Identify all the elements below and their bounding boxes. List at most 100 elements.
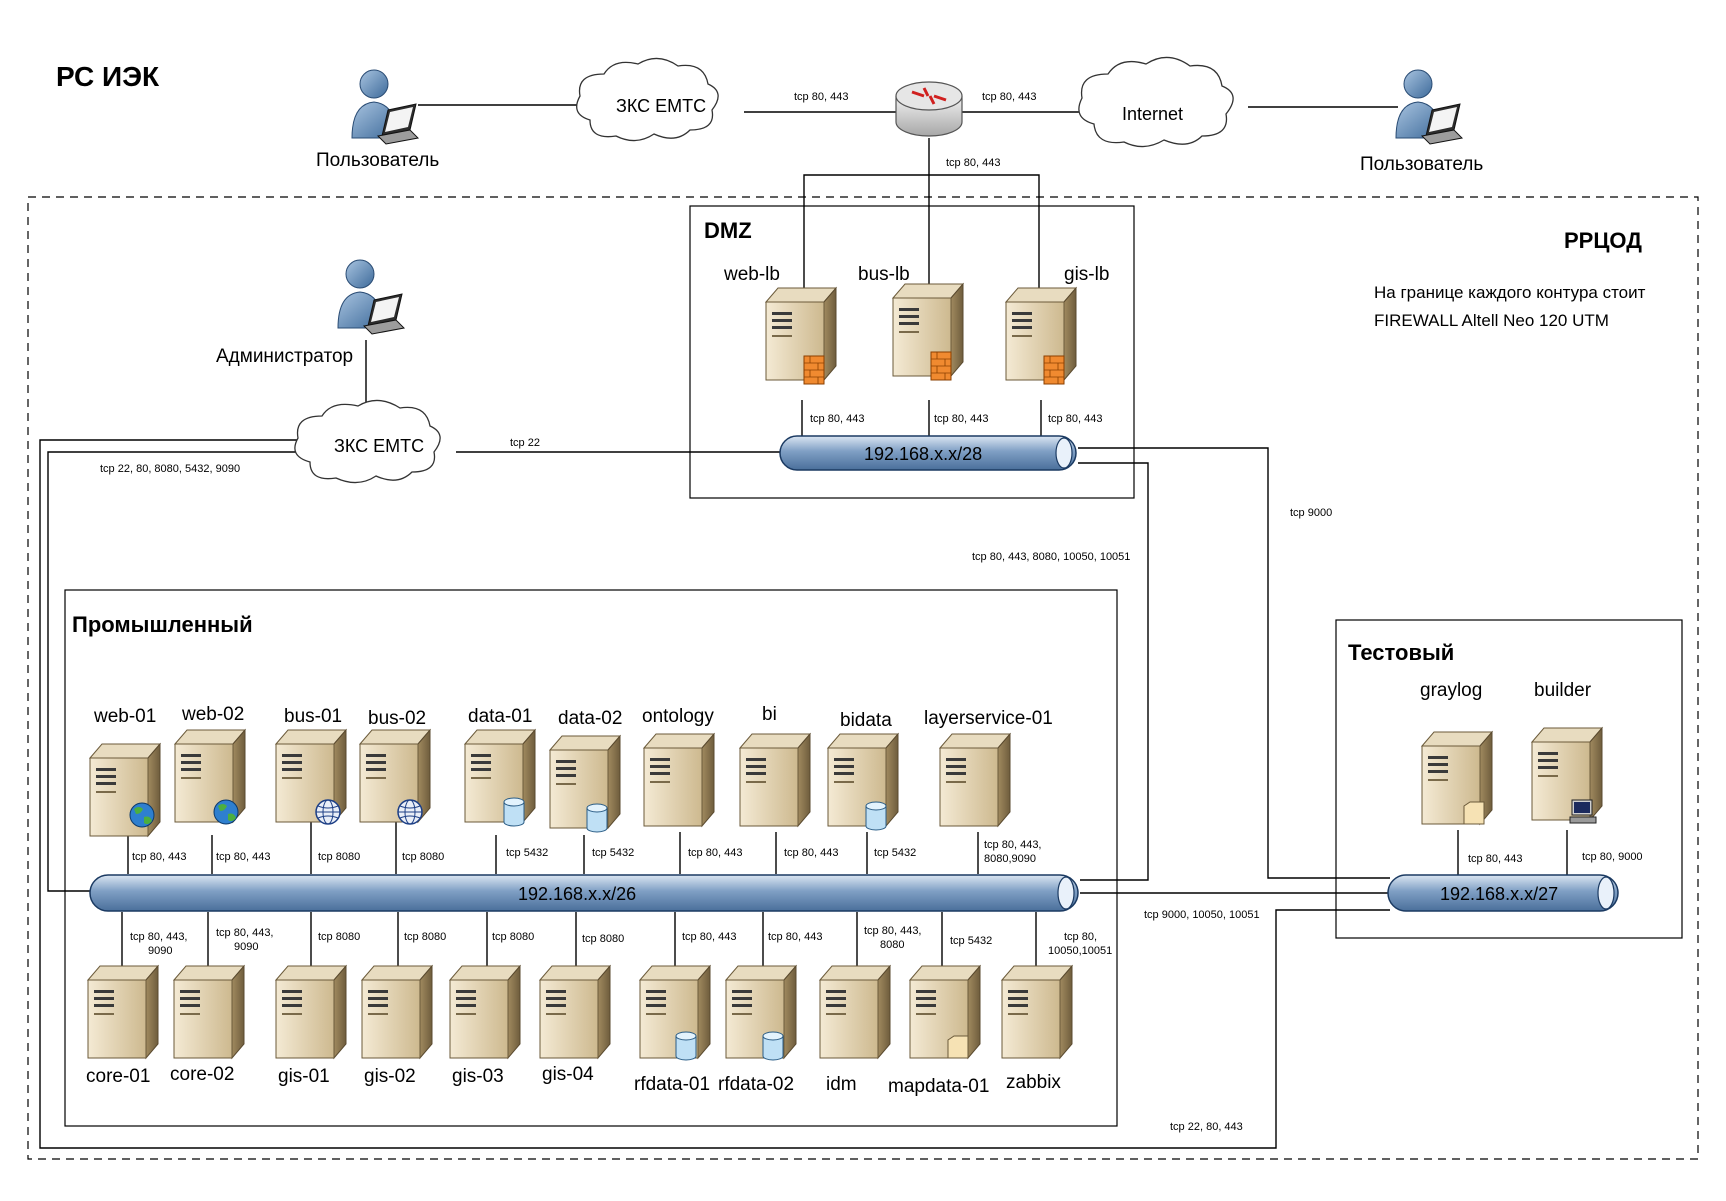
server-label: layerservice-01 xyxy=(924,708,1053,729)
server-label: idm xyxy=(826,1074,857,1095)
zone-dmz-label: DMZ xyxy=(704,218,752,243)
port-label: tcp 8080 xyxy=(492,931,534,943)
pc-icon xyxy=(1569,799,1597,824)
server-core-01-icon xyxy=(87,965,159,1059)
port-label: tcp 5432 xyxy=(874,847,916,859)
user-left-icon xyxy=(351,69,419,145)
server-layerservice-01-icon xyxy=(939,733,1011,827)
server-label: bus-02 xyxy=(368,708,426,729)
server-label: gis-03 xyxy=(452,1066,504,1087)
port-label: tcp 80, 443 xyxy=(1048,413,1102,425)
firewall-icon xyxy=(930,351,952,381)
port-label: tcp 8080 xyxy=(582,933,624,945)
server-label: rfdata-01 xyxy=(634,1074,710,1095)
port-label: tcp 22, 80, 443 xyxy=(1170,1121,1243,1133)
user-right-icon xyxy=(1395,69,1463,145)
server-gis-04-icon xyxy=(539,965,611,1059)
port-label: tcp 80, 443 xyxy=(1468,853,1522,865)
test-bus-label: 192.168.x.x/27 xyxy=(1440,884,1558,904)
server-label: bidata xyxy=(840,710,892,731)
port-label: tcp 80, 443 xyxy=(682,931,736,943)
server-rfdata-01-icon xyxy=(639,965,711,1059)
cloud-zks-top xyxy=(576,57,719,142)
port-label: tcp 80, 443 xyxy=(934,413,988,425)
server-label: gis-04 xyxy=(542,1064,594,1085)
port-label: tcp 5432 xyxy=(506,847,548,859)
server-label: bus-01 xyxy=(284,706,342,727)
server-gis-01-icon xyxy=(275,965,347,1059)
router-icon xyxy=(895,81,963,137)
port-label: tcp 80, 443, xyxy=(984,839,1042,851)
server-label: web-02 xyxy=(181,704,244,725)
folder-icon xyxy=(1463,801,1485,825)
database-icon xyxy=(762,1031,784,1061)
server-label: web-lb xyxy=(723,264,780,285)
server-label: ontology xyxy=(642,706,714,727)
cloud-zks-admin xyxy=(294,399,441,484)
port-label: tcp 80, 443 xyxy=(794,91,848,103)
port-label: tcp 80, 443, xyxy=(130,931,188,943)
server-label: core-01 xyxy=(86,1066,150,1087)
port-label: tcp 80, 443 xyxy=(784,847,838,859)
port-label: tcp 80, 443, xyxy=(864,925,922,937)
port-label: tcp 80, 443 xyxy=(688,847,742,859)
database-icon xyxy=(503,797,525,827)
globe-icon xyxy=(315,799,341,825)
prom-bus xyxy=(89,874,1079,912)
prom-bus-label: 192.168.x.x/26 xyxy=(518,884,636,904)
port-label: 10050,10051 xyxy=(1048,945,1112,957)
user-right-label: Пользователь xyxy=(1360,154,1483,175)
page-title: РС ИЭК xyxy=(56,61,160,92)
test-bus xyxy=(1387,874,1619,912)
zone-rrcod-label: РРЦОД xyxy=(1564,228,1642,253)
dmz-bus xyxy=(779,435,1077,471)
port-label: tcp 8080 xyxy=(318,931,360,943)
firewall-note-line2: FIREWALL Altell Neo 120 UTM xyxy=(1374,311,1609,330)
server-label: builder xyxy=(1534,680,1592,701)
server-label: gis-02 xyxy=(364,1066,416,1087)
firewall-icon xyxy=(803,355,825,385)
port-label: 8080,9090 xyxy=(984,853,1036,865)
port-label: 9090 xyxy=(148,945,172,957)
folder-icon xyxy=(947,1035,969,1059)
dmz-frame xyxy=(689,205,1135,499)
port-label: tcp 80, 443 xyxy=(216,851,270,863)
port-label: tcp 22 xyxy=(510,437,540,449)
server-bus-lb-icon xyxy=(892,283,964,377)
globe-icon xyxy=(213,799,239,825)
server-mapdata-01-icon xyxy=(909,965,981,1059)
port-label: tcp 80, 443 xyxy=(946,157,1000,169)
port-label: 8080 xyxy=(880,939,904,951)
user-left-label: Пользователь xyxy=(316,150,439,171)
port-label: 9090 xyxy=(234,941,258,953)
server-rfdata-02-icon xyxy=(725,965,797,1059)
port-label: tcp 8080 xyxy=(318,851,360,863)
server-gis-02-icon xyxy=(361,965,433,1059)
cloud-zks-top-label: ЗКС ЕМТС xyxy=(616,96,706,116)
cloud-internet-label: Internet xyxy=(1122,104,1183,124)
server-label: data-02 xyxy=(558,708,622,729)
port-label: tcp 80, 443 xyxy=(132,851,186,863)
server-label: zabbix xyxy=(1006,1072,1061,1093)
server-ontology-icon xyxy=(643,733,715,827)
server-label: data-01 xyxy=(468,706,532,727)
firewall-note-line1: На границе каждого контура стоит xyxy=(1374,283,1646,302)
server-label: gis-01 xyxy=(278,1066,330,1087)
port-label: tcp 80, xyxy=(1064,931,1097,943)
server-bi-icon xyxy=(739,733,811,827)
server-idm-icon xyxy=(819,965,891,1059)
server-core-02-icon xyxy=(173,965,245,1059)
globe-icon xyxy=(129,802,155,828)
port-label: tcp 80, 443 xyxy=(982,91,1036,103)
zone-test-label: Тестовый xyxy=(1348,640,1454,665)
server-label: gis-lb xyxy=(1064,264,1109,285)
server-web-lb-icon xyxy=(765,287,837,381)
prom-frame xyxy=(64,589,1118,1127)
port-label: tcp 80, 443, xyxy=(216,927,274,939)
globe-icon xyxy=(397,799,423,825)
database-icon xyxy=(865,801,887,831)
cloud-zks-admin-label: ЗКС ЕМТС xyxy=(334,436,424,456)
server-data-02-icon xyxy=(549,735,621,829)
admin-label: Администратор xyxy=(216,346,353,367)
server-label: web-01 xyxy=(93,706,156,727)
